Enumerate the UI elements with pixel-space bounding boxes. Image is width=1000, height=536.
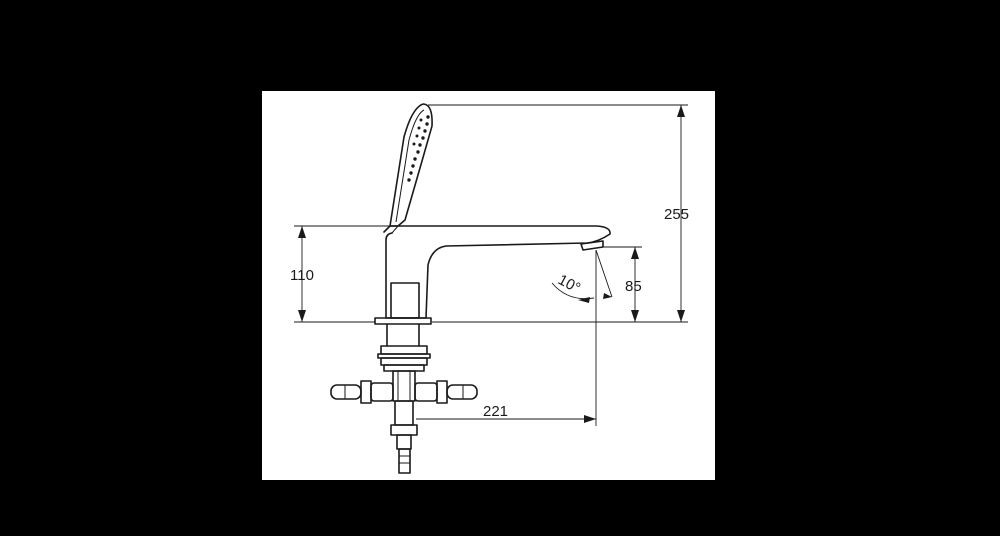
label-overall-height: 255 <box>664 206 689 223</box>
dimension-spout-height <box>294 225 390 323</box>
faucet-drawing-svg: 255 110 85 10° 221 <box>290 103 689 474</box>
mounting-assembly <box>330 323 478 474</box>
label-projection: 221 <box>483 403 508 420</box>
dimension-overall-height <box>428 104 688 323</box>
faucet-body <box>374 225 611 325</box>
hand-shower <box>389 103 433 227</box>
dimension-outlet-height <box>603 246 642 322</box>
technical-drawing: 255 110 85 10° 221 <box>262 91 715 480</box>
label-outlet-angle: 10° <box>555 271 583 297</box>
label-outlet-height: 85 <box>625 278 642 295</box>
dimension-outlet-angle <box>551 249 613 303</box>
shower-spray-nozzles <box>407 115 430 182</box>
label-spout-height: 110 <box>290 267 314 284</box>
dimension-projection <box>416 250 597 426</box>
